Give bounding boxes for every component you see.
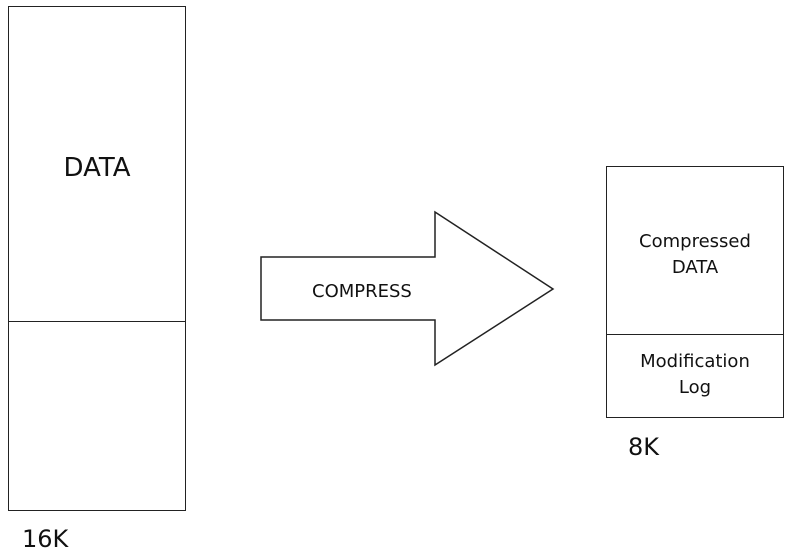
modification-log-line2: Log: [678, 377, 712, 398]
compressed-data-label: Compressed DATA: [607, 229, 783, 281]
data-label: DATA: [63, 153, 131, 183]
modification-log-label: Modification Log: [607, 349, 783, 401]
compress-arrow: COMPRESS: [260, 210, 560, 370]
page-divider: [9, 321, 185, 322]
section-divider: [607, 334, 783, 335]
compressed-data-line1: Compressed: [639, 231, 751, 252]
compressed-page-box: Compressed DATA Modification Log: [606, 166, 784, 418]
compressed-size-label: 8K: [628, 433, 660, 461]
modification-log-line1: Modification: [640, 351, 750, 372]
compressed-data-line2: DATA: [671, 257, 719, 278]
arrow-icon: [260, 210, 555, 367]
uncompressed-size-label: 16K: [22, 525, 69, 553]
uncompressed-page-box: DATA: [8, 6, 186, 511]
compress-label: COMPRESS: [312, 281, 412, 302]
